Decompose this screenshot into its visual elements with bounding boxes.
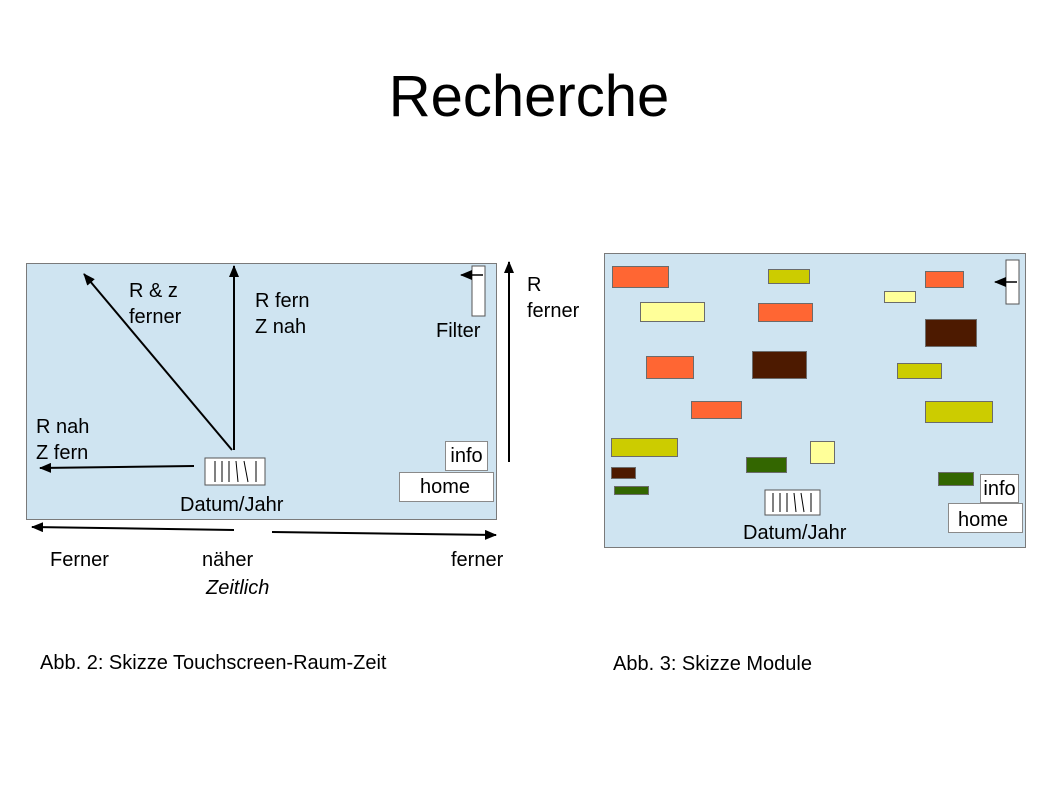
datum-jahr-label-modules: Datum/Jahr [743,522,847,544]
label-r-ferner-line2: ferner [527,300,580,322]
module-block[interactable] [752,351,807,379]
label-r-ferner-line1: R [527,274,542,296]
home-button-modules[interactable]: home [948,503,1023,533]
module-block[interactable] [612,266,669,288]
module-block[interactable] [640,302,705,322]
module-block[interactable] [611,467,636,479]
module-block[interactable] [611,438,678,457]
timeline-icon[interactable] [204,457,266,486]
axis-label-zeitlich: Zeitlich [206,577,270,599]
filter-slider-icon-modules[interactable] [994,259,1020,305]
filter-label: Filter [436,320,481,342]
label-r-z-ferner: R & z ferner [129,278,181,330]
module-block[interactable] [884,291,916,303]
module-block[interactable] [614,486,649,495]
module-block[interactable] [925,319,977,347]
module-block[interactable] [691,401,742,419]
figure-caption-2: Abb. 2: Skizze Touchscreen-Raum-Zeit [40,652,387,674]
datum-jahr-label: Datum/Jahr [180,494,284,516]
label-r-fern-z-nah: R fern Z nah [255,288,309,340]
module-block[interactable] [768,269,810,284]
label-r-z-line1: R & z [129,280,178,302]
axis-label-ferner-left: Ferner [50,549,109,571]
module-block[interactable] [938,472,974,486]
label-r-fern-line1: R fern [255,290,310,312]
label-r-ferner: R ferner [527,272,579,324]
slide-title: Recherche [388,64,670,129]
module-block[interactable] [925,271,964,288]
figure-caption-3: Abb. 3: Skizze Module [613,653,812,675]
axis-label-ferner-right: ferner [451,549,504,571]
module-block[interactable] [810,441,835,464]
filter-slider-icon[interactable] [460,265,486,317]
info-button-modules[interactable]: info [980,474,1019,503]
label-r-fern-line2: Z nah [255,316,307,338]
axis-label-naeher: näher [202,549,254,571]
home-button[interactable]: home [399,472,494,502]
label-r-nah-line1: R nah [36,416,90,438]
module-block[interactable] [897,363,942,379]
label-r-nah-line2: Z fern [36,442,89,464]
module-block[interactable] [758,303,813,322]
arrow-time-ferner-right [271,529,497,540]
info-button[interactable]: info [445,441,488,471]
module-block[interactable] [925,401,993,423]
module-block[interactable] [646,356,694,379]
module-block[interactable] [746,457,787,473]
arrow-time-ferner-left [31,522,235,533]
timeline-icon-modules[interactable] [764,489,821,516]
arrow-r-nah-z-fern [39,462,195,473]
label-r-nah-z-fern: R nah Z fern [36,414,89,466]
arrow-r-z-ferner [83,273,233,451]
label-r-z-line2: ferner [129,306,182,328]
